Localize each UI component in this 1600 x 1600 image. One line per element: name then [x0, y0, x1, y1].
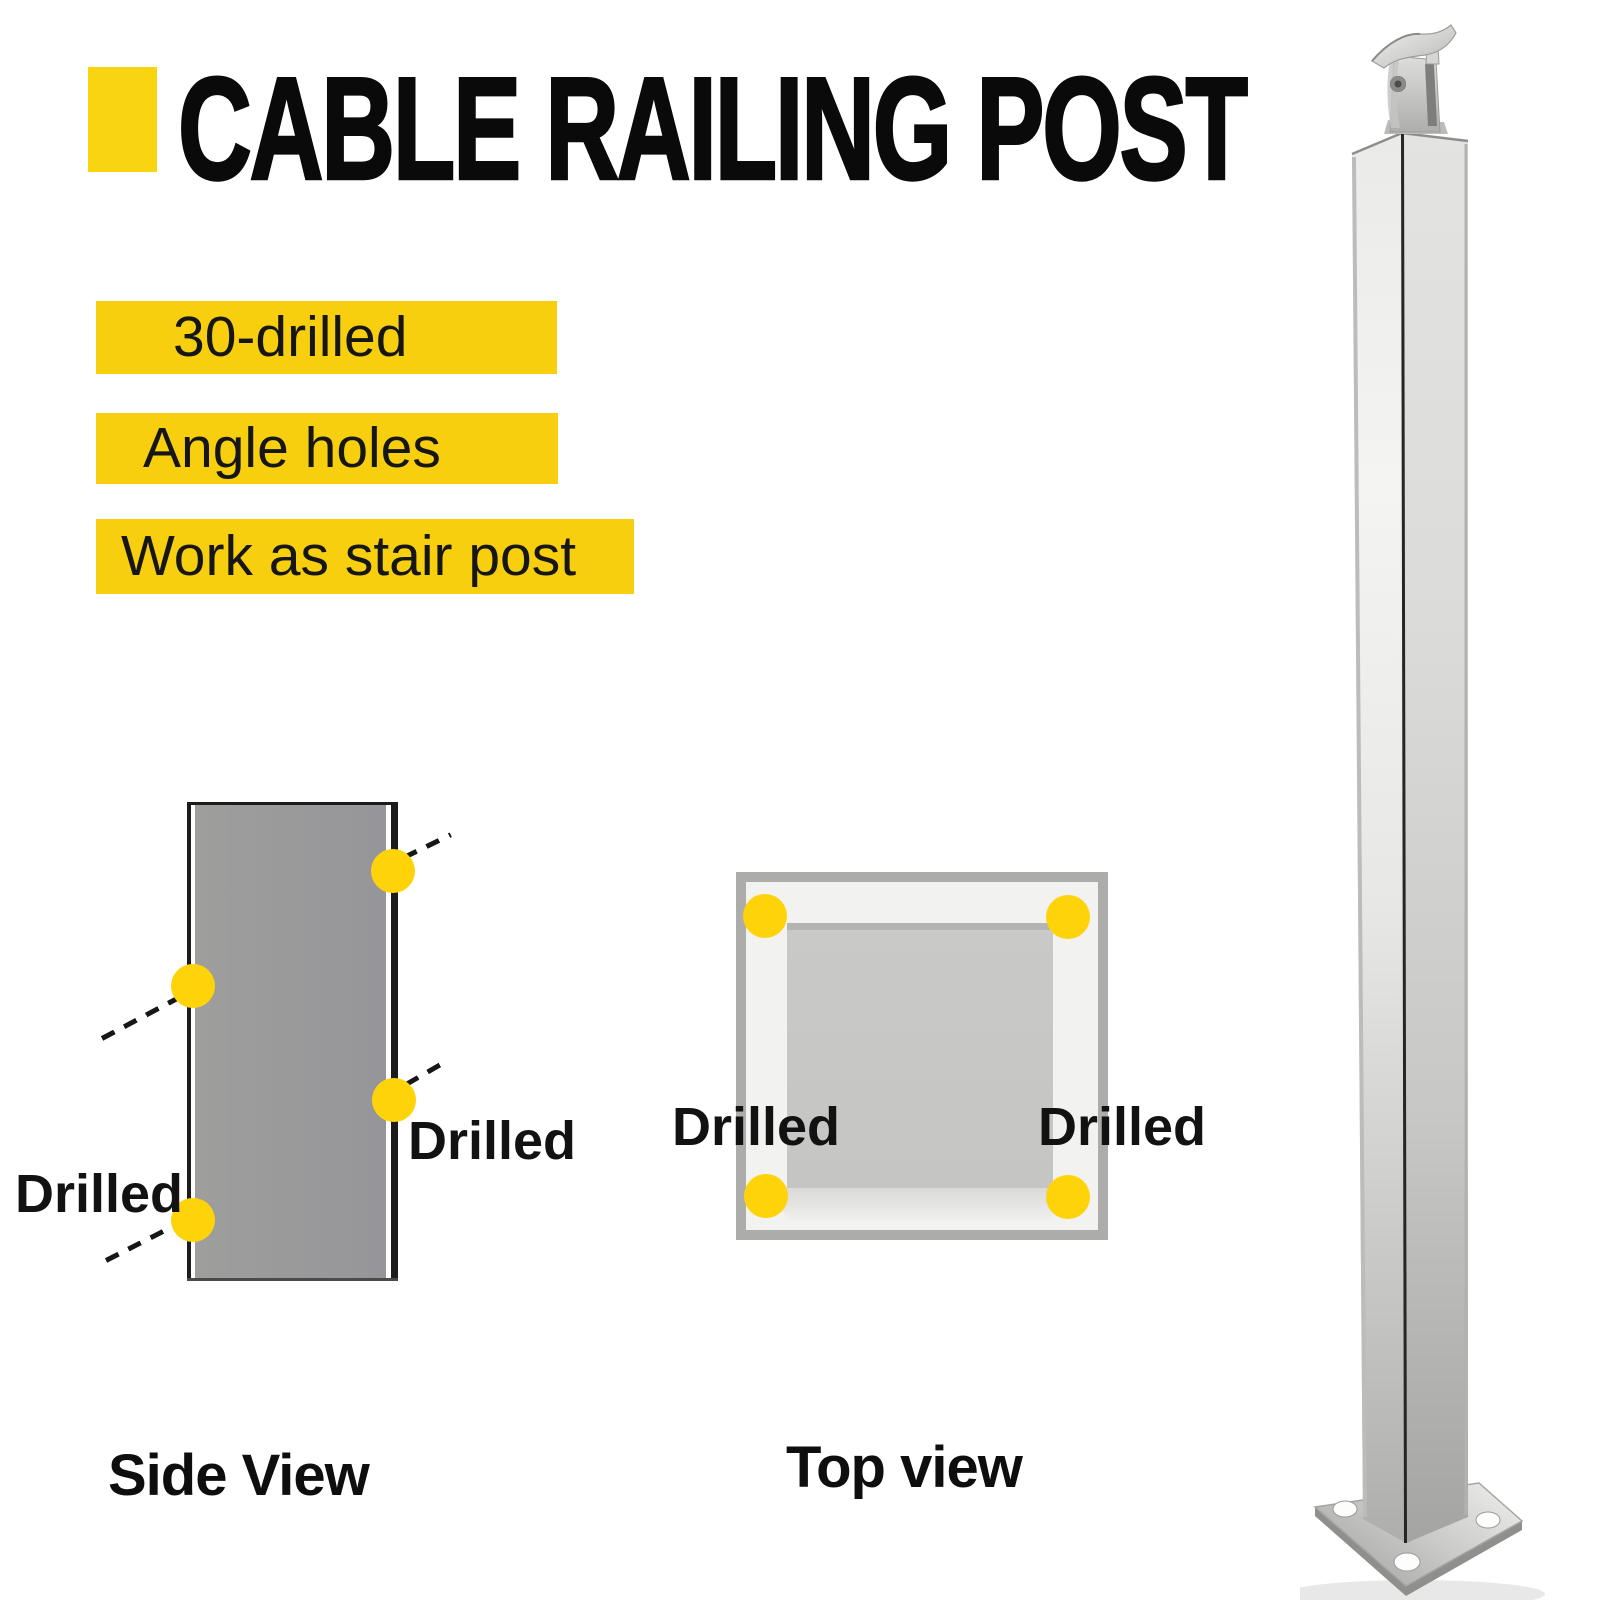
- side-view-post-outline: [187, 802, 398, 1281]
- feature-badge-angle-holes: Angle holes: [96, 413, 558, 484]
- title-accent-square: [88, 67, 157, 172]
- base-plate-hole: [1332, 1500, 1358, 1518]
- drilled-label: Drilled: [408, 1111, 577, 1171]
- dashed-leader-line: [402, 832, 452, 860]
- top-view-caption: Top view: [786, 1435, 1023, 1500]
- dashed-leader-line: [404, 1061, 444, 1087]
- drill-hole-dot: [171, 1198, 215, 1242]
- drilled-label: Drilled: [1038, 1097, 1207, 1157]
- feature-badge-label: Work as stair post: [121, 524, 577, 588]
- post-shadow: [1300, 1580, 1545, 1600]
- post-body-right-face: [1402, 133, 1468, 1543]
- drill-hole-dot: [372, 1078, 416, 1122]
- page-title: CABLE RAILING POST: [177, 46, 1249, 210]
- post-seam: [1401, 132, 1407, 1544]
- post-body: [1351, 131, 1469, 1544]
- drill-hole-dot: [743, 894, 787, 938]
- drilled-label: Drilled: [15, 1164, 184, 1224]
- dashed-leader-line: [104, 1221, 179, 1263]
- feature-badge-drilled: 30-drilled: [96, 301, 557, 374]
- base-plate-hole: [1475, 1511, 1501, 1529]
- base-plate-hole: [1393, 1552, 1421, 1572]
- top-view-center-square: [787, 923, 1053, 1188]
- feature-badge-label: 30-drilled: [173, 305, 408, 369]
- drilled-label: Drilled: [672, 1097, 841, 1157]
- drill-hole-dot: [1046, 895, 1090, 939]
- top-view-shadow: [764, 1188, 1076, 1220]
- post-body-left-face: [1352, 133, 1406, 1543]
- post-photo: [1300, 24, 1545, 1600]
- feature-badge-label: Angle holes: [143, 416, 441, 480]
- feature-badge-stair-post: Work as stair post: [96, 519, 634, 594]
- drill-hole-dot: [744, 1174, 788, 1218]
- drill-hole-dot: [171, 964, 215, 1008]
- drill-hole-dot: [1046, 1175, 1090, 1219]
- side-view-caption: Side View: [108, 1443, 370, 1508]
- saddle-bracket: [1371, 24, 1457, 134]
- drill-hole-dot: [371, 849, 415, 893]
- dashed-leader-line: [100, 994, 183, 1041]
